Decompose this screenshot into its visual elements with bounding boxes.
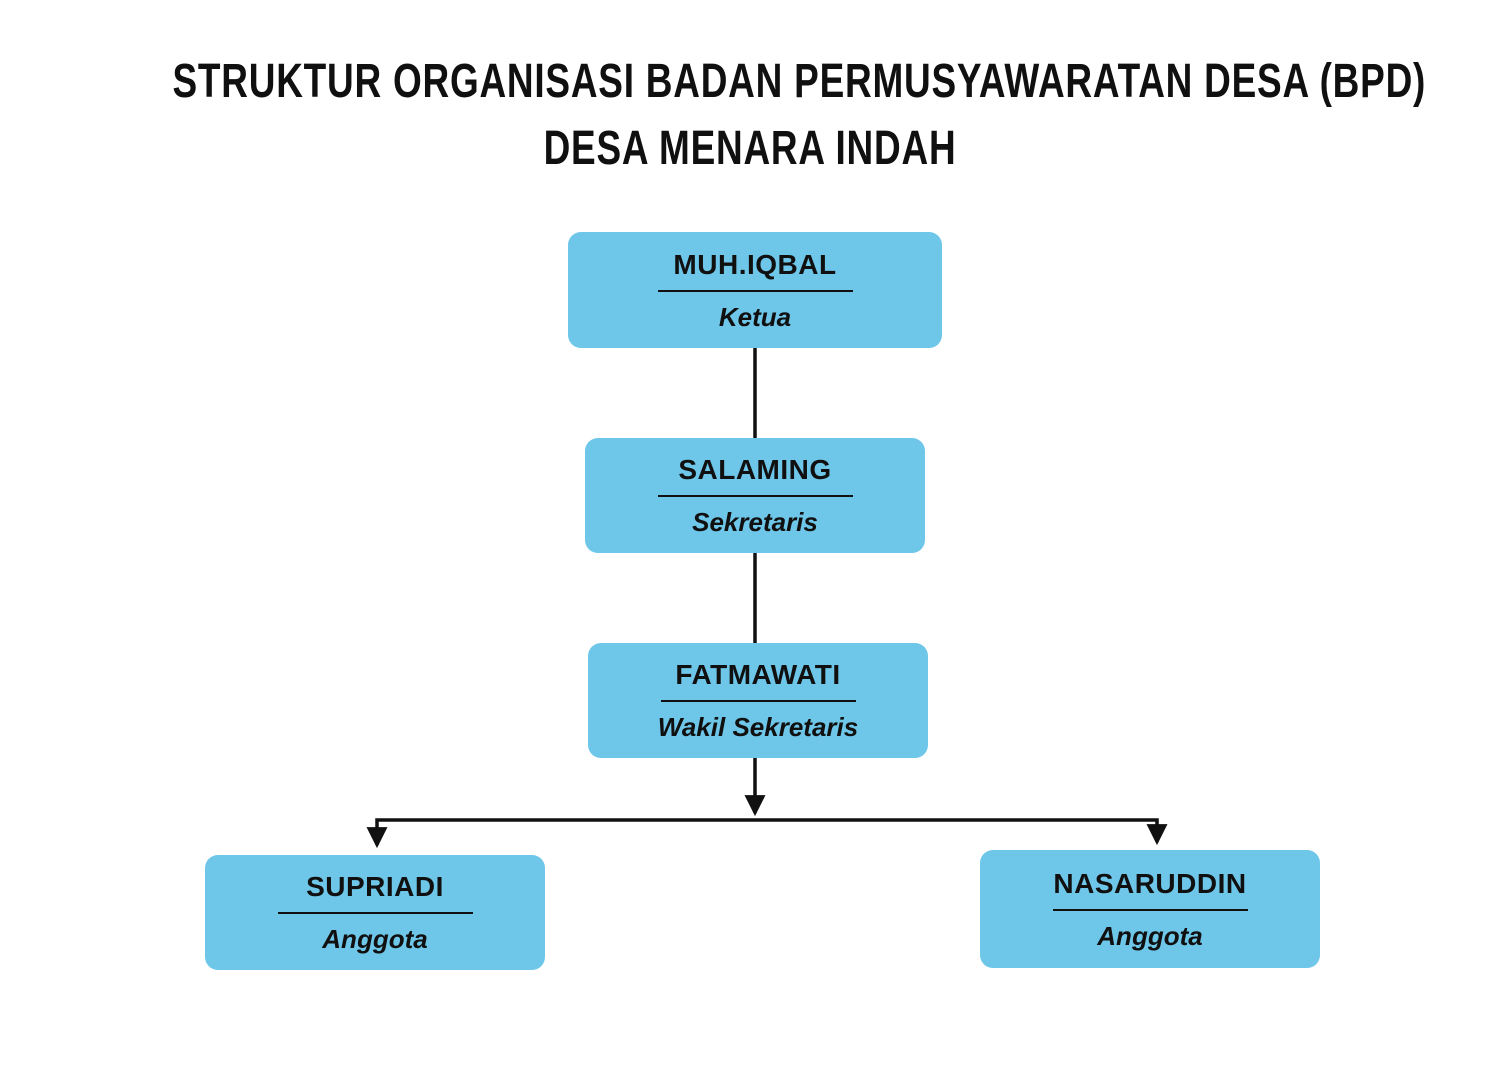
page-title-line-1: STRUKTUR ORGANISASI BADAN PERMUSYAWARATA… bbox=[172, 55, 1427, 108]
node-role-wakil-sekretaris: Wakil Sekretaris bbox=[657, 712, 859, 742]
node-name-anggota-2: NASARUDDIN bbox=[1053, 867, 1247, 899]
org-node-ketua: MUH.IQBAL Ketua bbox=[568, 232, 942, 348]
page-title-line-2: DESA MENARA INDAH bbox=[543, 122, 957, 175]
node-name-anggota-1: SUPRIADI bbox=[306, 871, 444, 902]
page-title: STRUKTUR ORGANISASI BADAN PERMUSYAWARATA… bbox=[0, 48, 1500, 182]
node-name-ketua: MUH.IQBAL bbox=[673, 248, 837, 280]
connector-branch-anggota bbox=[366, 818, 1168, 849]
node-role-anggota-2: Anggota bbox=[1097, 920, 1203, 951]
org-node-wakil-sekretaris: FATMAWATI Wakil Sekretaris bbox=[588, 643, 928, 758]
node-role-sekretaris: Sekretaris bbox=[692, 507, 818, 537]
node-name-underline bbox=[660, 700, 856, 702]
node-name-underline bbox=[1052, 908, 1248, 911]
node-name-underline bbox=[277, 912, 473, 914]
org-node-anggota-2: NASARUDDIN Anggota bbox=[980, 850, 1320, 968]
node-role-anggota-1: Anggota bbox=[322, 924, 428, 954]
node-role-ketua: Ketua bbox=[718, 301, 792, 332]
node-name-sekretaris: SALAMING bbox=[678, 454, 832, 485]
org-node-anggota-1: SUPRIADI Anggota bbox=[205, 855, 545, 970]
node-name-underline bbox=[657, 289, 853, 292]
org-node-sekretaris: SALAMING Sekretaris bbox=[585, 438, 925, 553]
node-name-wakil-sekretaris: FATMAWATI bbox=[675, 659, 841, 690]
node-name-underline bbox=[657, 495, 853, 497]
